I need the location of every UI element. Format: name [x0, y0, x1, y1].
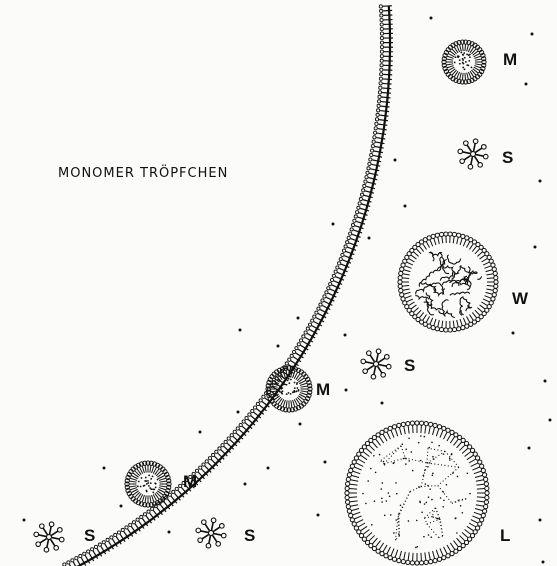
- worm-micelle: [398, 232, 498, 332]
- label-m3: M: [183, 472, 197, 492]
- background-dots: [23, 17, 552, 564]
- small-aggregate-s3: [34, 522, 64, 552]
- micelle-m1: [442, 40, 486, 84]
- micelle-m2: [266, 366, 312, 412]
- small-aggregate-s4: [196, 518, 226, 548]
- label-l: L: [500, 526, 510, 546]
- monomer-droplet-label: MONOMER TRÖPFCHEN: [58, 166, 228, 181]
- label-s2: S: [404, 356, 415, 376]
- label-m2: M: [316, 380, 330, 400]
- label-s4: S: [244, 526, 255, 546]
- label-s1: S: [502, 148, 513, 168]
- small-aggregate-s2: [361, 349, 391, 379]
- large-particle: [345, 421, 489, 565]
- label-m1: M: [503, 50, 517, 70]
- label-s3: S: [84, 526, 95, 546]
- monomer-droplet-boundary: [63, 5, 393, 566]
- micelle-m3: [125, 461, 171, 507]
- small-aggregate-s1: [458, 139, 488, 169]
- label-w: W: [512, 289, 528, 309]
